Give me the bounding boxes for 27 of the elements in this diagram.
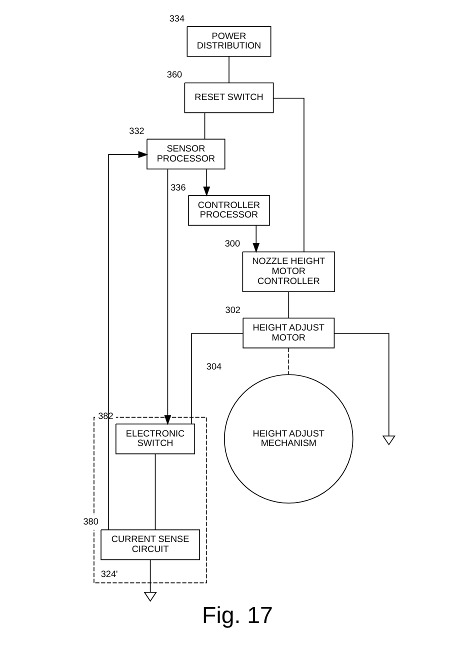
caption: Fig. 17 [202, 602, 272, 628]
node-circle: HEIGHT ADJUST MECHANISM [224, 374, 353, 504]
node-label: 380 [82, 516, 98, 527]
arrow [108, 151, 148, 530]
connector [228, 56, 229, 84]
node-label: 324' [100, 568, 118, 579]
connector [333, 333, 389, 436]
node-label: 304 [206, 361, 222, 372]
connector [204, 112, 205, 140]
node-triangle [143, 592, 156, 602]
node-label: 334 [168, 13, 184, 24]
node-label: 302 [224, 304, 240, 315]
node-box: CONTROLLER PROCESSOR [188, 195, 270, 226]
connector [272, 98, 304, 252]
arrow [202, 168, 210, 197]
connector [190, 333, 243, 424]
connector [149, 559, 150, 593]
connector [288, 291, 289, 318]
connector [154, 453, 156, 530]
node-label: 360 [166, 70, 182, 80]
node-triangle [382, 436, 395, 446]
arrow [164, 169, 171, 426]
node-label: 332 [128, 126, 144, 136]
node-label: 300 [224, 238, 240, 249]
connector [288, 348, 289, 375]
arrow [252, 225, 260, 253]
node-label: 336 [170, 182, 186, 192]
